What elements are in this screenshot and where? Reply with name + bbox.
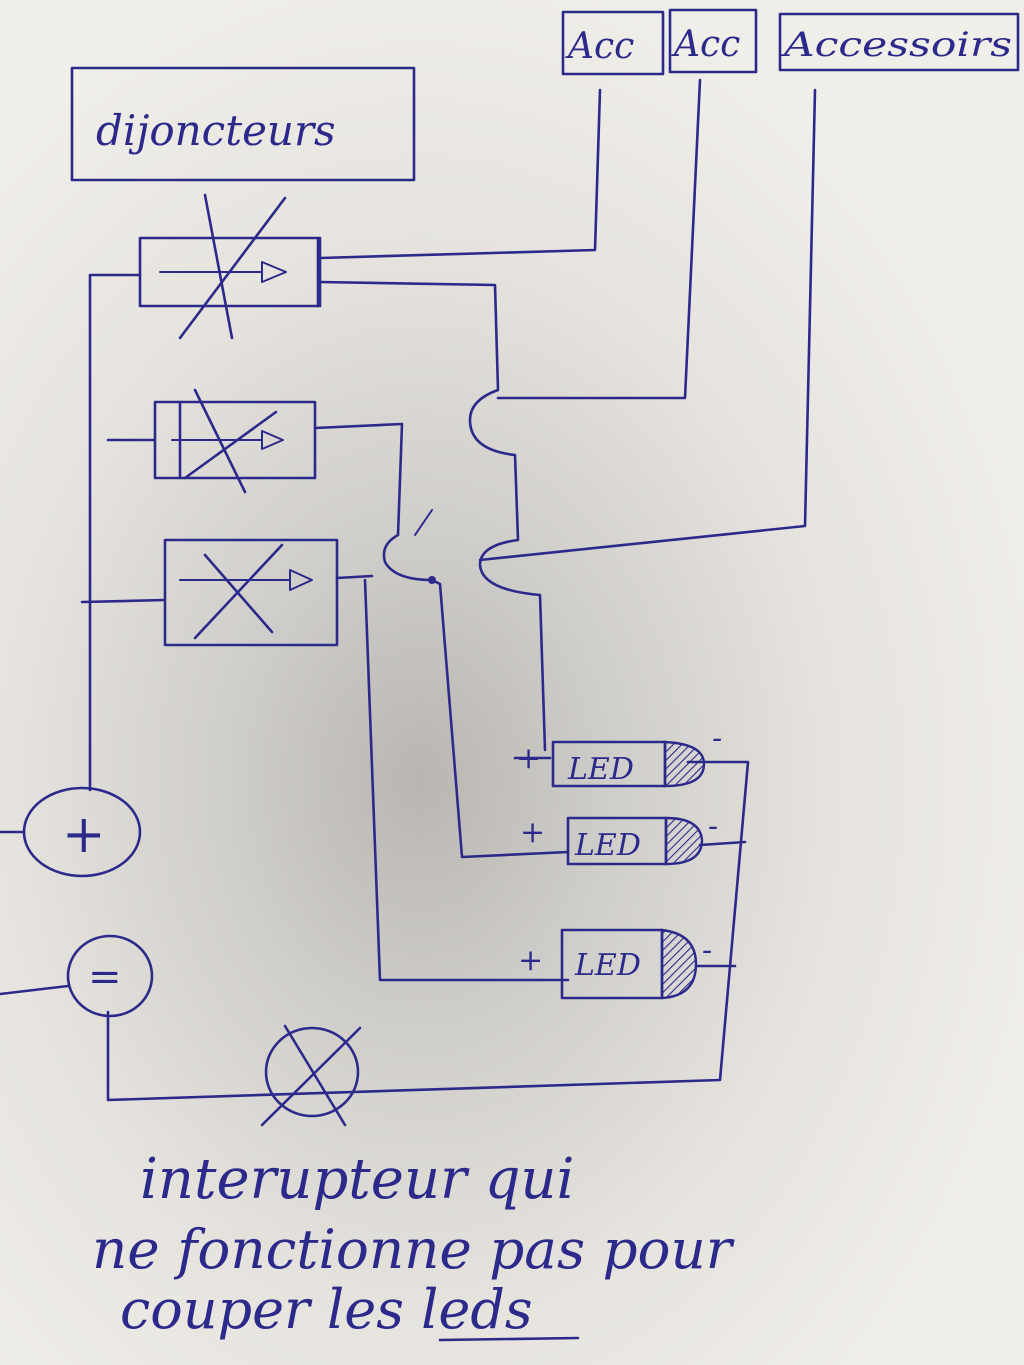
led-3: + LED - (518, 928, 712, 1000)
breaker-1 (138, 193, 322, 340)
battery-negative: = (0, 934, 154, 1018)
accessories-label: Accessoirs (780, 25, 1012, 65)
acc-1-wire (318, 88, 602, 260)
note-line-2: ne fonctionne pas pour (92, 1218, 735, 1281)
led-2-plus: + (520, 815, 545, 850)
breaker-3-feed (80, 598, 167, 604)
negative-return-bus (106, 760, 750, 1102)
led-1-label: LED (567, 752, 634, 787)
led-2-feed-wire (430, 578, 570, 859)
note-line-3: couper les leds (120, 1278, 533, 1341)
breaker-2-out-wire (313, 422, 404, 537)
led-1-plus: + (516, 741, 541, 776)
positive-bus-wire (88, 273, 142, 792)
note-line-1: interupteur qui (140, 1147, 574, 1212)
led-1: + LED - (513, 721, 722, 788)
breaker-2 (153, 388, 317, 494)
battery-plus-sign: + (62, 805, 106, 865)
led-3-label: LED (574, 948, 641, 983)
acc-2-wire (496, 78, 702, 400)
acc-label-box-1: Acc (561, 10, 665, 76)
led-2-minus: - (708, 809, 718, 844)
led-2: + LED - (520, 809, 718, 866)
led-3-feed-wire (363, 578, 570, 982)
battery-minus-sign: = (88, 954, 122, 1000)
led-3-plus: + (518, 943, 543, 978)
led-3-minus: - (702, 933, 712, 968)
breakers-label-box: dijoncteurs (70, 66, 416, 182)
led-1-minus: - (712, 721, 722, 756)
acc-label-2: Acc (671, 24, 740, 65)
led-switch (382, 509, 436, 584)
breaker-3-out-wire (335, 574, 374, 580)
battery-positive: + (0, 786, 142, 878)
breaker-3 (163, 538, 339, 647)
handwritten-note: interupteur qui ne fonctionne pas pour c… (92, 1147, 735, 1342)
breaker-1-led-wire (318, 280, 547, 752)
breakers-label: dijoncteurs (96, 106, 336, 155)
led-2-label: LED (574, 828, 641, 863)
return-switch (260, 1024, 362, 1127)
led-2-return (698, 840, 747, 847)
acc-label-1: Acc (565, 26, 634, 67)
acc-label-box-2: Acc (668, 8, 758, 74)
accessories-wire (478, 88, 817, 562)
accessories-label-box: Accessoirs (778, 12, 1020, 72)
